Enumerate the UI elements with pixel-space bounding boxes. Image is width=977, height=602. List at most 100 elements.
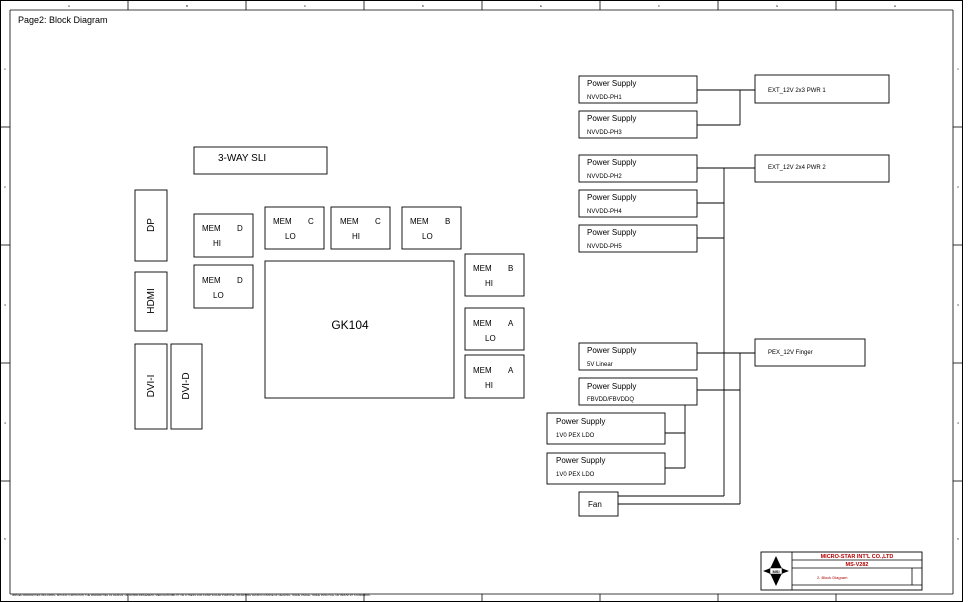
mem-word: MEM xyxy=(340,217,359,226)
zone-letter: B xyxy=(186,4,188,8)
ps-rail: FBVDD/FBVDDQ xyxy=(587,397,634,403)
ps-title: Power Supply xyxy=(556,456,605,465)
mem-word: MEM xyxy=(473,264,492,273)
power-supply-nvvdd-ph1: Power Supply NVVDD-PH1 xyxy=(578,75,698,104)
ps-title: Power Supply xyxy=(587,193,636,202)
mem-bank: HI xyxy=(213,239,221,248)
power-supply-1v0-pex-ldo-2: Power Supply 1V0 PEX LDO xyxy=(546,452,666,485)
memory-block-a-lo: MEM A LO xyxy=(464,307,525,351)
hdmi-connector: HDMI xyxy=(134,271,168,332)
power-wiring xyxy=(618,89,755,505)
zone-number: 4 xyxy=(957,421,959,425)
footer-disclaimer: IMPLIED WARRANTIES INCLUDING, WITHOUT LI… xyxy=(12,593,371,597)
mem-channel: D xyxy=(237,276,243,285)
zone-number: 4 xyxy=(4,421,6,425)
zone-number: 3 xyxy=(957,303,959,307)
sheet-name: 2. Block Diagram xyxy=(817,575,848,580)
zone-number: 1 xyxy=(957,67,959,71)
dvi-d-label: DVI-D xyxy=(181,372,192,399)
mem-word: MEM xyxy=(473,366,492,375)
zone-letter: H xyxy=(894,4,896,8)
memory-block-d-lo: MEM D LO xyxy=(193,264,254,309)
zone-letter: A xyxy=(68,4,70,8)
zone-number: 2 xyxy=(4,185,6,189)
mem-bank: LO xyxy=(285,232,296,241)
title-block: MSI MICRO-STAR INT'L CO.,LTD MS-V282 2. … xyxy=(760,551,923,591)
zone-number: 1 xyxy=(4,67,6,71)
memory-block-d-hi: MEM D HI xyxy=(193,213,254,258)
page-title: Page2: Block Diagram xyxy=(18,15,108,25)
mem-bank: HI xyxy=(485,279,493,288)
mem-word: MEM xyxy=(410,217,429,226)
memory-block-b-hi: MEM B HI xyxy=(464,253,525,297)
logo-text: MSI xyxy=(772,569,779,574)
dp-label: DP xyxy=(146,218,157,232)
power-supply-nvvdd-ph2: Power Supply NVVDD-PH2 xyxy=(578,154,698,183)
ps-rail: NVVDD-PH2 xyxy=(587,174,622,180)
ps-title: Power Supply xyxy=(587,346,636,355)
power-supply-nvvdd-ph5: Power Supply NVVDD-PH5 xyxy=(578,224,698,253)
ps-rail: NVVDD-PH5 xyxy=(587,244,622,250)
mem-bank: LO xyxy=(213,291,224,300)
memory-block-b-lo: MEM B LO xyxy=(401,206,462,250)
mem-channel: B xyxy=(445,217,450,226)
ext-12v-pwr2: EXT_12V 2x4 PWR 2 xyxy=(754,154,890,183)
ps-rail: NVVDD-PH3 xyxy=(587,130,622,136)
dvi-i-label: DVI-I xyxy=(146,375,157,398)
power-supply-nvvdd-ph3: Power Supply NVVDD-PH3 xyxy=(578,110,698,139)
mem-bank: LO xyxy=(485,334,496,343)
mem-word: MEM xyxy=(273,217,292,226)
memory-block-a-hi: MEM A HI xyxy=(464,354,525,399)
mem-channel: A xyxy=(508,319,514,328)
gpu-label: GK104 xyxy=(331,318,369,332)
sli-label: 3-WAY SLI xyxy=(218,153,266,164)
memory-block-c-hi: MEM C HI xyxy=(330,206,391,250)
ps-rail: NVVDD-PH1 xyxy=(587,95,622,101)
ps-title: Power Supply xyxy=(587,79,636,88)
memory-block-c-lo: MEM C LO xyxy=(264,206,325,250)
power-supply-fbvdd: Power Supply FBVDD/FBVDDQ xyxy=(578,377,698,406)
zone-letter: F xyxy=(658,4,660,8)
mem-word: MEM xyxy=(202,224,221,233)
gpu-block: GK104 xyxy=(264,260,455,399)
msi-logo-icon: MSI xyxy=(763,556,789,586)
zone-letter: C xyxy=(304,4,307,8)
mem-channel: A xyxy=(508,366,514,375)
model-number: MS-V282 xyxy=(846,562,869,568)
mem-channel: B xyxy=(508,264,513,273)
fan-block: Fan xyxy=(578,491,619,517)
ps-title: Power Supply xyxy=(587,114,636,123)
ext1-label: EXT_12V 2x3 PWR 1 xyxy=(768,88,826,94)
ext-12v-pwr1: EXT_12V 2x3 PWR 1 xyxy=(754,74,890,104)
mem-bank: HI xyxy=(352,232,360,241)
zone-number: 2 xyxy=(957,185,959,189)
zone-letter: E xyxy=(540,4,542,8)
sli-block: 3-WAY SLI xyxy=(193,146,328,175)
power-supply-nvvdd-ph4: Power Supply NVVDD-PH4 xyxy=(578,189,698,218)
pex-12v-finger: PEX_12V Finger xyxy=(754,338,866,367)
zone-number: 5 xyxy=(4,537,6,541)
dvi-d-connector: DVI-D xyxy=(170,343,203,430)
pex-label: PEX_12V Finger xyxy=(768,350,813,356)
mem-bank: HI xyxy=(485,381,493,390)
zone-letters: A B C D E F G H 1 2 3 4 5 1 2 3 4 5 xyxy=(4,4,959,541)
mem-channel: C xyxy=(308,217,314,226)
mem-word: MEM xyxy=(473,319,492,328)
ps-title: Power Supply xyxy=(587,228,636,237)
dvi-i-connector: DVI-I xyxy=(134,343,168,430)
mem-channel: C xyxy=(375,217,381,226)
ps-title: Power Supply xyxy=(587,158,636,167)
power-supply-5v-linear: Power Supply 5V Linear xyxy=(578,342,698,371)
ps-rail: 1V0 PEX LDO xyxy=(556,433,595,439)
zone-letter: G xyxy=(776,4,779,8)
power-supply-1v0-pex-ldo-1: Power Supply 1V0 PEX LDO xyxy=(546,412,666,445)
ps-rail: NVVDD-PH4 xyxy=(587,209,622,215)
mem-word: MEM xyxy=(202,276,221,285)
hdmi-label: HDMI xyxy=(146,288,157,314)
zone-letter: D xyxy=(422,4,425,8)
zone-number: 3 xyxy=(4,303,6,307)
ps-title: Power Supply xyxy=(587,382,636,391)
ps-rail: 5V Linear xyxy=(587,362,613,368)
company-name: MICRO-STAR INT'L CO.,LTD xyxy=(821,554,894,560)
